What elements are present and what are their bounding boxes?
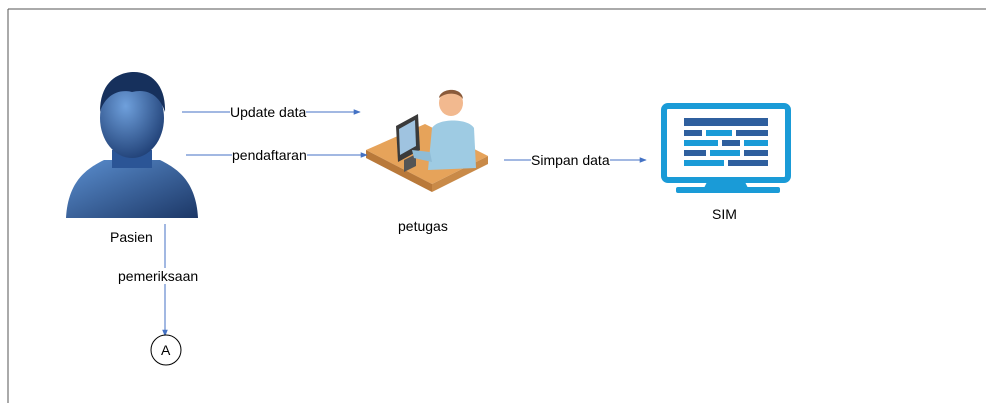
connector-label-a: A (161, 342, 171, 358)
off-page-connector-circle (150, 334, 182, 366)
node-label-sim: SIM (712, 206, 737, 222)
staff-at-computer-desk-icon (366, 89, 488, 192)
node-label-petugas: petugas (398, 218, 448, 234)
edge-label-update-data: Update data (230, 104, 307, 120)
computer-monitor-icon (661, 103, 791, 193)
patient-person-icon (66, 72, 198, 218)
node-label-pasien: Pasien (110, 229, 153, 245)
edge-label-pemeriksaan: pemeriksaan (118, 268, 199, 284)
edge-label-pendaftaran: pendaftaran (232, 147, 307, 163)
edge-label-simpan-data: Simpan data (531, 152, 610, 168)
